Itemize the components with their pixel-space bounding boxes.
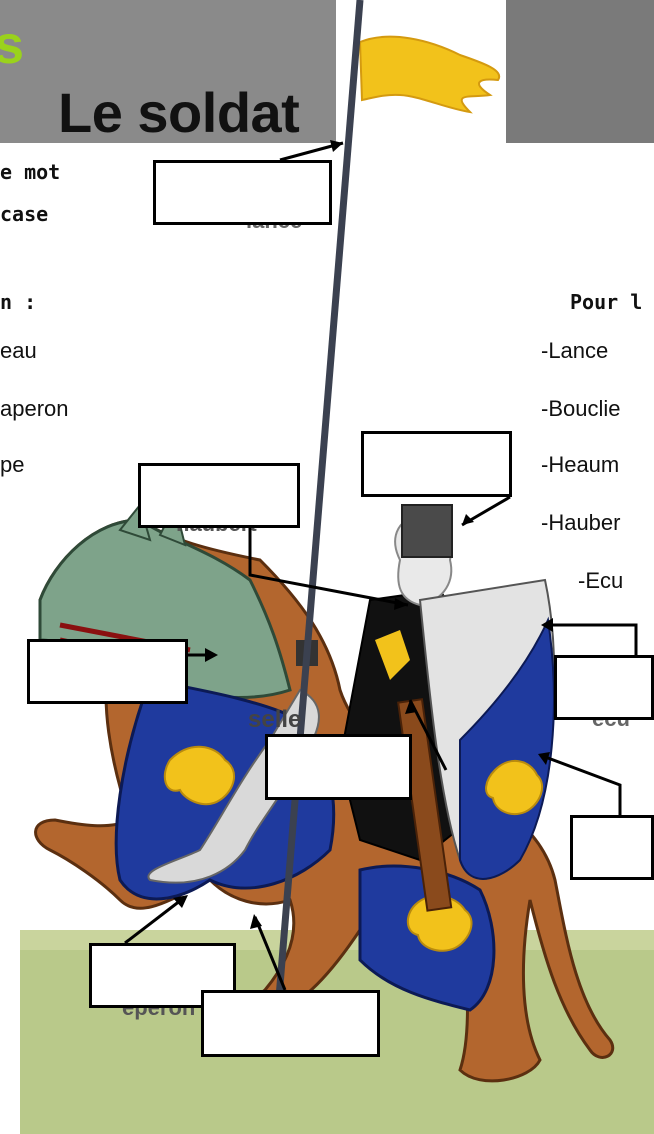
answer-box-heaume[interactable] [361, 431, 512, 497]
answer-box-haubert[interactable] [138, 463, 300, 528]
label-selle: selle [248, 706, 301, 734]
pennant-flag [345, 0, 506, 143]
answer-box-bride[interactable] [27, 639, 188, 704]
answer-box-ecu[interactable] [554, 655, 654, 720]
answer-box-lance[interactable] [153, 160, 332, 225]
answer-box-eperon[interactable] [201, 990, 380, 1057]
answer-box-epee[interactable] [265, 734, 412, 800]
answer-box-bouclier[interactable] [570, 815, 654, 880]
